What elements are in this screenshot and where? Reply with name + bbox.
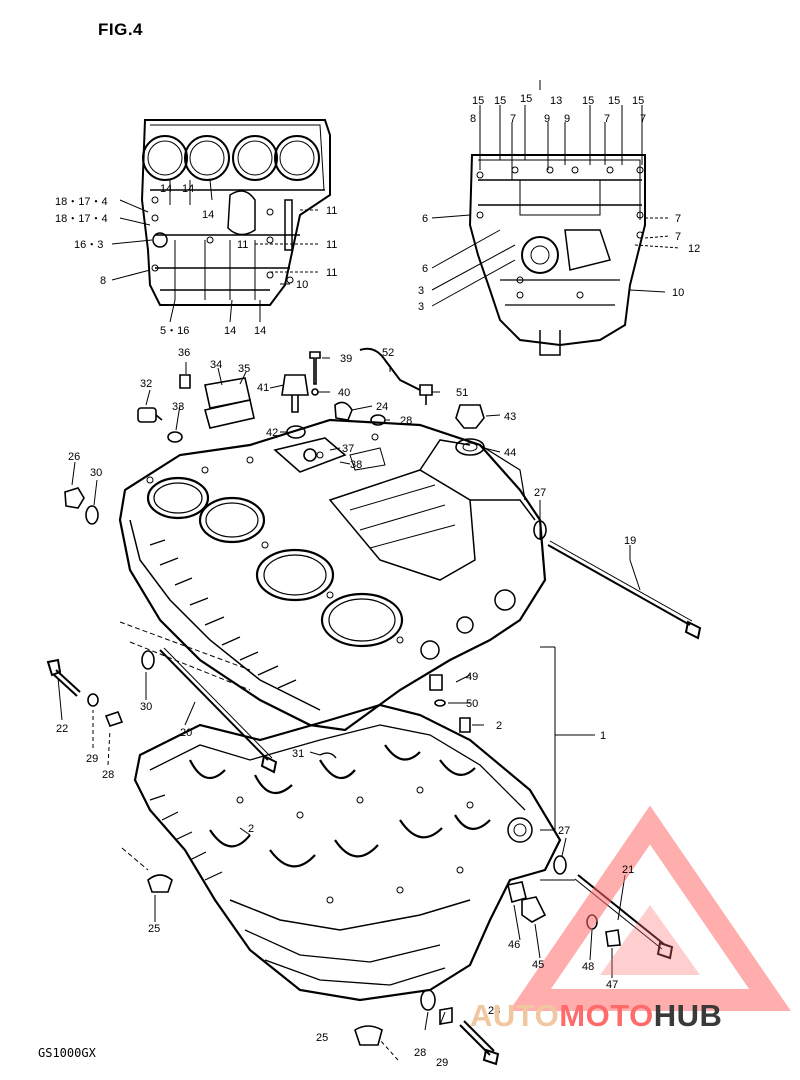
callout: 6 [422, 213, 428, 225]
callout: 25 [148, 923, 160, 935]
callout: 15 [520, 93, 532, 105]
callout: 3 [418, 301, 424, 313]
callout: 18・17・4 [55, 213, 108, 225]
callout: 39 [340, 353, 352, 365]
callout: 18・17・4 [55, 196, 108, 208]
callout: 3 [418, 285, 424, 297]
watermark-logo-triangle [509, 805, 791, 1011]
callout: 2 [248, 823, 254, 835]
callout: 9 [544, 113, 550, 125]
small-parts-leaders [185, 357, 501, 465]
callout: 19 [624, 535, 636, 547]
watermark-text: AUTOMOTOHUB [470, 998, 722, 1034]
callout: 12 [688, 243, 700, 255]
callout: 2 [496, 720, 502, 732]
misc-small-parts [87, 650, 621, 1046]
callout: 46 [508, 939, 520, 951]
callout: 47 [606, 979, 618, 991]
callout: 27 [534, 487, 546, 499]
callout: 29 [86, 753, 98, 765]
callout: 30 [90, 467, 102, 479]
callout: 31 [292, 748, 304, 760]
callout: 50 [466, 698, 478, 710]
upper-case-top-view [140, 119, 331, 306]
callout: 10 [672, 287, 684, 299]
callout: 8 [100, 275, 106, 287]
callout: 23 [488, 1005, 500, 1017]
callout: 24 [376, 401, 388, 413]
lower-case-bottom-view-leaders [431, 80, 681, 307]
callout: 37 [342, 443, 354, 455]
lower-crankcase [133, 703, 562, 1002]
callout: 33 [172, 401, 184, 413]
callout: 7 [510, 113, 516, 125]
callout: 38 [350, 459, 362, 471]
small-parts [64, 347, 547, 540]
callout: 34 [210, 359, 222, 371]
lower-case-bottom-view [468, 154, 646, 356]
callout: 8 [470, 113, 476, 125]
callout: 11 [326, 267, 337, 279]
callout: 25 [316, 1032, 328, 1044]
callout: 7 [640, 113, 646, 125]
callout: 5・16 [160, 325, 189, 337]
callout: 22 [56, 723, 68, 735]
callout: 15 [608, 95, 620, 107]
callout: 9 [564, 113, 570, 125]
figure-title: FIG.4 [98, 20, 144, 39]
callout: 28 [414, 1047, 426, 1059]
assembly-leaders [57, 367, 641, 1061]
callout: 10 [296, 279, 308, 291]
callout: 27 [558, 825, 570, 837]
callout: 15 [582, 95, 594, 107]
callout: 28 [400, 415, 412, 427]
callout: 15 [494, 95, 506, 107]
callout: 21 [622, 864, 634, 876]
callout: 35 [238, 363, 250, 375]
callout: 48 [582, 961, 594, 973]
callout: 16・3 [74, 239, 103, 251]
callout: 14 [182, 183, 194, 195]
callout: 14 [202, 209, 214, 221]
callout: 15 [472, 95, 484, 107]
callout: 52 [382, 347, 394, 359]
callout: 1 [600, 730, 606, 742]
callout: 41 [257, 382, 269, 394]
callout: 14 [224, 325, 236, 337]
callout: 36 [178, 347, 190, 359]
callout: 29 [436, 1057, 448, 1069]
callout: 30 [140, 701, 152, 713]
callout: 42 [266, 427, 278, 439]
callout: 14 [160, 183, 172, 195]
callout: 7 [675, 213, 681, 225]
callout: 51 [456, 387, 468, 399]
callout: 15 [632, 95, 644, 107]
callout: 44 [504, 447, 516, 459]
callout: 28 [102, 769, 114, 781]
callout: 40 [338, 387, 350, 399]
callout: 49 [466, 671, 478, 683]
watermark-part-moto: MOTO [559, 998, 654, 1033]
callout: 11 [326, 239, 337, 251]
callout: 11 [326, 205, 337, 217]
callout: 45 [532, 959, 544, 971]
callout: 7 [675, 231, 681, 243]
model-code: GS1000GX [38, 1046, 96, 1060]
callout: 6 [422, 263, 428, 275]
callout-labels: 18・17・4 18・17・4 16・3 8 14 14 14 11 11 11… [55, 93, 700, 1069]
callout: 26 [68, 451, 80, 463]
upper-crankcase [118, 418, 547, 732]
callout: 43 [504, 411, 516, 423]
callout: 7 [604, 113, 610, 125]
watermark-part-hub: HUB [653, 998, 723, 1033]
callout: 11 [237, 239, 248, 251]
watermark-part-auto: AUTO [470, 998, 560, 1033]
callout: 13 [550, 95, 562, 107]
callout: 20 [180, 727, 192, 739]
upper-case-top-view-leaders [111, 179, 320, 323]
callout: 32 [140, 378, 152, 390]
callout: 14 [254, 325, 266, 337]
